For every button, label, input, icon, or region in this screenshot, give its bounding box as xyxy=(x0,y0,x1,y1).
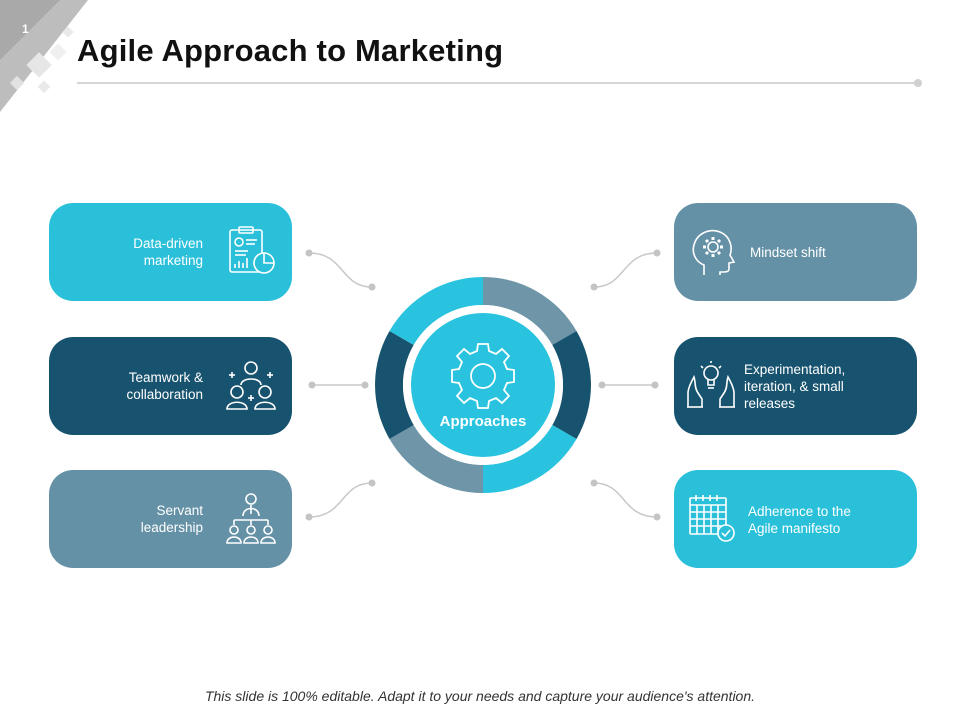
approach-label-line: leadership xyxy=(140,520,203,535)
approach-label-line: marketing xyxy=(143,253,203,268)
team-icon xyxy=(226,361,276,410)
ring-segment-right xyxy=(552,331,591,439)
approach-label: Experimentation, iteration, & small rele… xyxy=(744,361,845,412)
title-divider-dot xyxy=(914,79,922,87)
approach-card-servant-leadership: Servant leadership xyxy=(49,470,292,568)
approaches-wheel xyxy=(375,277,591,493)
leadership-icon xyxy=(226,493,276,544)
approach-card-experimentation: Experimentation, iteration, & small rele… xyxy=(674,337,917,435)
center-disc xyxy=(411,313,555,457)
approach-label-line: Agile manifesto xyxy=(748,521,841,536)
center-label: Approaches xyxy=(439,413,527,430)
approach-label-line: collaboration xyxy=(126,387,203,402)
footer-note: This slide is 100% editable. Adapt it to… xyxy=(204,688,756,704)
approach-label-line: releases xyxy=(744,396,796,411)
ring-segment-bottom-left xyxy=(389,425,483,493)
title-divider xyxy=(77,82,917,84)
approach-card-agile-manifesto: Adherence to the Agile manifesto xyxy=(674,470,917,568)
approach-label-line: Adherence to the xyxy=(748,504,851,519)
page-title: Agile Approach to Marketing xyxy=(77,33,504,68)
approach-label-line: Teamwork & xyxy=(128,370,203,385)
ring-segment-bottom-right xyxy=(483,425,577,493)
report-chart-icon xyxy=(229,226,275,274)
approach-card-data-driven: Data-driven marketing xyxy=(49,203,292,301)
approach-label: Teamwork & collaboration xyxy=(126,369,203,403)
approach-label-line: Servant xyxy=(156,503,203,518)
ring-segment-top-right xyxy=(483,277,577,345)
page-number: 1 xyxy=(22,22,29,36)
approach-label-line: iteration, & small xyxy=(744,379,844,394)
ring-segment-left xyxy=(375,331,414,439)
approach-card-mindset-shift: Mindset shift xyxy=(674,203,917,301)
gear-icon xyxy=(451,343,515,409)
approach-label: Data-driven marketing xyxy=(133,235,203,269)
corner-decoration xyxy=(0,0,88,112)
ring-segment-top-left xyxy=(389,277,483,345)
approach-label-line: Data-driven xyxy=(133,236,203,251)
approach-label: Servant leadership xyxy=(141,502,203,536)
hands-bulb-icon xyxy=(687,361,735,408)
approach-label: Adherence to the Agile manifesto xyxy=(748,503,851,537)
calendar-check-icon xyxy=(689,495,735,542)
approach-label-line: Experimentation, xyxy=(744,362,846,377)
head-gear-icon xyxy=(692,229,736,275)
approach-label: Mindset shift xyxy=(750,244,826,261)
approach-label-line: Mindset shift xyxy=(750,245,826,260)
approach-card-teamwork: Teamwork & collaboration xyxy=(49,337,292,435)
